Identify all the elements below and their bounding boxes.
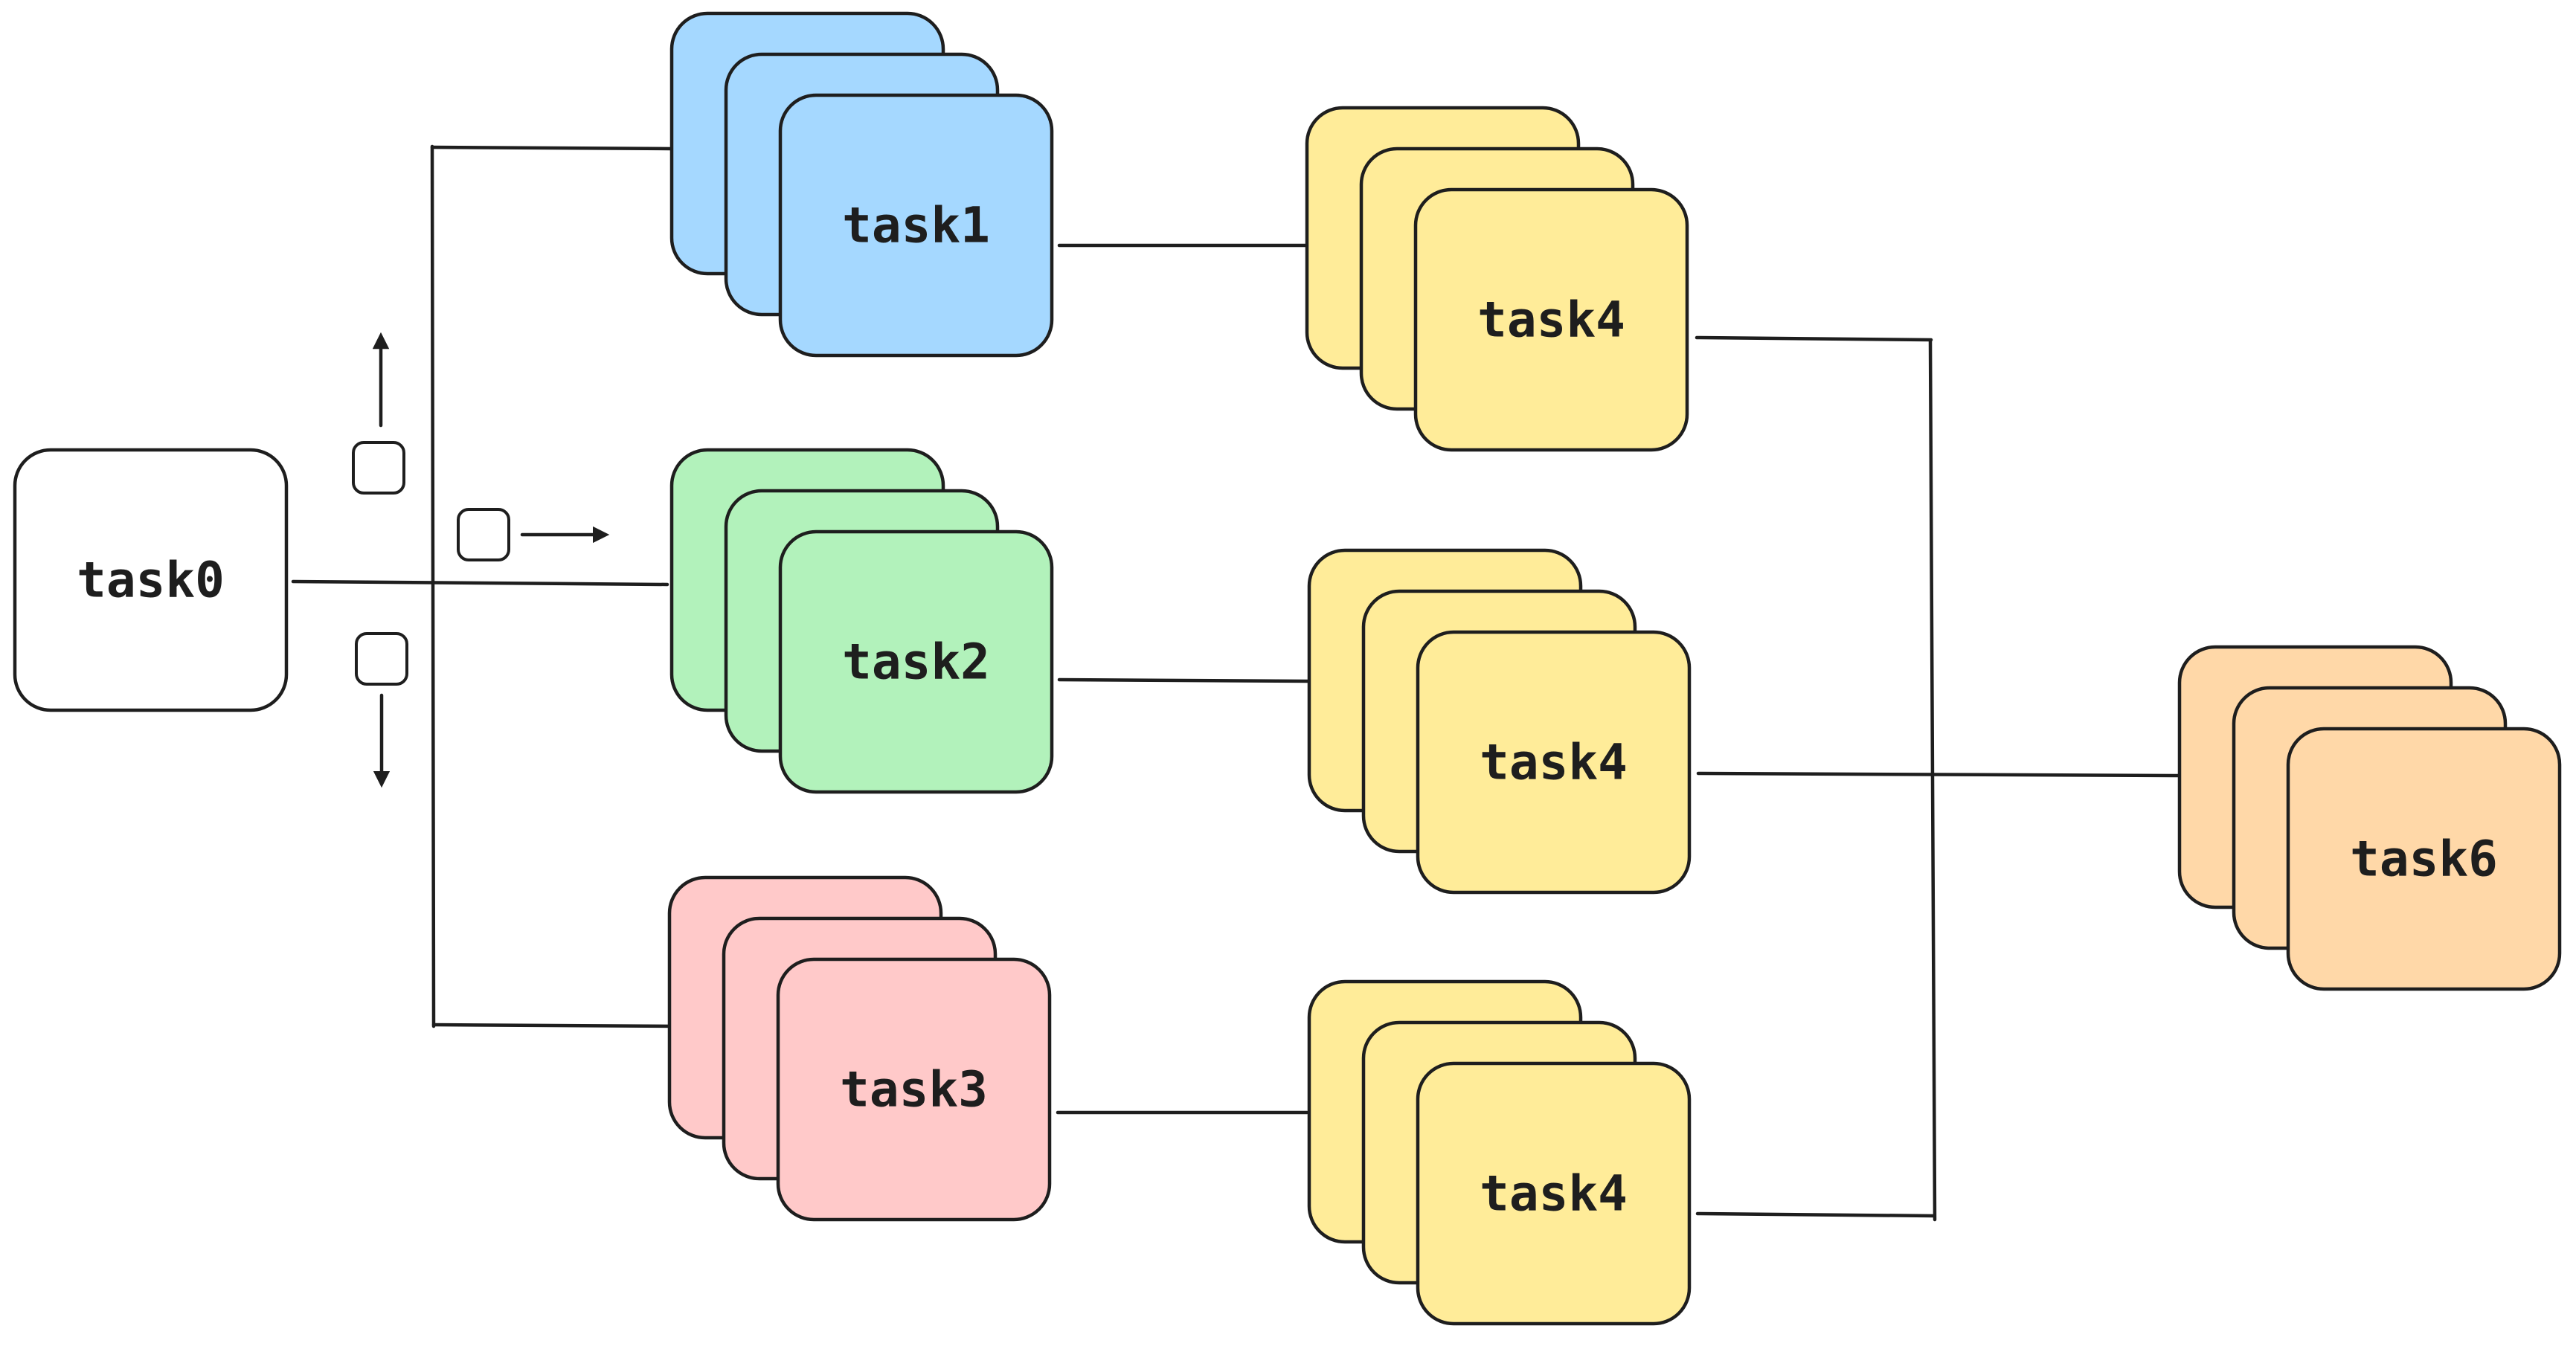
task4-bottom-label: task4 <box>1480 1165 1628 1223</box>
edge-trunk-task3 <box>431 1023 676 1028</box>
edge-task2-task4-middle <box>1057 677 1311 683</box>
edge-task4-top-trunk <box>1695 335 1933 342</box>
edge-task4-middle-task6 <box>1696 771 2180 778</box>
task0-card-layer <box>13 448 289 712</box>
arrow-up-icon <box>352 332 405 495</box>
arrow-right-icon <box>457 508 610 561</box>
task0-label: task0 <box>77 552 225 609</box>
task4-bottom-card-layer <box>1416 1061 1692 1326</box>
node-task3[interactable]: task3 <box>667 875 1052 1222</box>
task3-label: task3 <box>840 1061 988 1118</box>
node-task6[interactable]: task6 <box>2177 645 2562 991</box>
task1-label: task1 <box>842 197 990 254</box>
task2-card-layer <box>778 529 1054 794</box>
task4-top-card-layer <box>1413 187 1689 452</box>
task1-card-layer <box>778 93 1054 358</box>
edge-trunk-task1 <box>430 145 674 151</box>
task6-card-layer <box>2286 727 2562 991</box>
task6-label: task6 <box>2350 831 2498 888</box>
node-task4-bottom[interactable]: task4 <box>1307 979 1692 1326</box>
task4-middle-label: task4 <box>1480 734 1628 791</box>
task2-label: task2 <box>842 634 990 691</box>
direction-legend <box>352 332 610 788</box>
node-task0[interactable]: task0 <box>13 448 289 712</box>
arrow-down-icon <box>355 632 408 788</box>
task-nodes: task0 task1 task2 task3 task4 task4 task4 task6 <box>13 11 2562 1326</box>
task4-top-label: task4 <box>1477 292 1625 349</box>
edge-task4-bottom-trunk <box>1695 1211 1936 1218</box>
node-task1[interactable]: task1 <box>669 11 1054 358</box>
node-task4-middle[interactable]: task4 <box>1307 548 1692 895</box>
node-task2[interactable]: task2 <box>669 448 1054 794</box>
connector-lines <box>291 144 2180 1222</box>
edge-task0-task2 <box>291 579 669 587</box>
node-task4-top[interactable]: task4 <box>1305 106 1689 452</box>
merge-trunk-right <box>1928 338 1937 1222</box>
task4-middle-card-layer <box>1416 630 1692 895</box>
branch-trunk-left <box>430 144 436 1028</box>
task3-card-layer <box>776 957 1052 1222</box>
